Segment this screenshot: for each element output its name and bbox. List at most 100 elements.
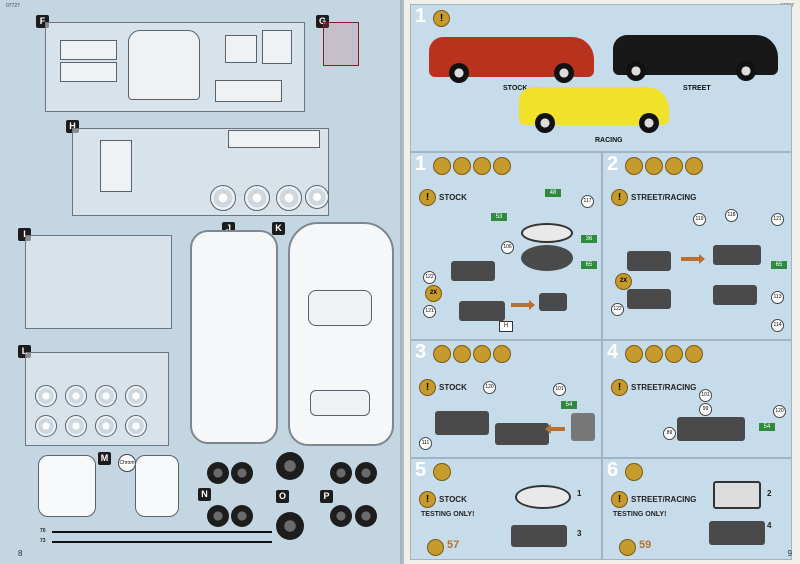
tire-icon [231,505,253,527]
rim-icon [125,415,147,437]
testing-note: TESTING ONLY! [421,511,475,518]
tire-icon [330,462,352,484]
paint-code-chip: 65 [581,261,597,269]
wheel-icon [554,63,574,83]
step-number: 2 [607,153,619,175]
step-panel-intro: 1 ! STOCK STREET RACING [410,4,792,152]
rim-icon [125,385,147,407]
tire-icon [276,512,304,540]
part-number: 119 [693,213,706,226]
warning-icon: ! [611,379,628,396]
seat-part [60,62,117,82]
sprue-letter-o: O [276,490,289,503]
part-number: 120 [483,381,496,394]
wheel-icon [736,61,756,81]
paint-code-chip: 54 [561,401,577,409]
engine-assembly [709,521,765,545]
paint-code-chip: 36 [581,235,597,243]
paint-code-chip: 54 [759,423,775,431]
footer-strip [52,541,272,543]
clear-windshield-part [38,455,96,517]
part-number: 117 [581,195,594,208]
footer-strip [52,531,272,533]
page-code: 07727 [6,3,20,9]
sprue-letter-k: K [272,222,285,235]
warning-icon: ! [419,189,436,206]
page-number: 9 [787,549,792,558]
step-panel-3: 3 ! STOCK 120 101 54 111 [410,340,602,458]
brush-icon [473,345,491,363]
rear-window-part [310,390,370,416]
hood-part [128,30,200,100]
tire-icon [355,505,377,527]
callout-number: 1 [577,489,582,498]
sprue-g [323,22,359,66]
paint-icon [453,157,471,175]
quantity-2x-badge: 2X [425,285,442,302]
brush-icon [473,157,491,175]
callout-number: 2 [767,489,772,498]
part-number: 111 [419,437,432,450]
engine-assembly [459,301,505,321]
engine-assembly [495,423,549,445]
sprue-letter-g: G [316,15,329,28]
wheel-icon [449,63,469,83]
next-ref: 57 [447,539,460,551]
warning-icon: ! [419,379,436,396]
engine-assembly [713,245,761,265]
paint-icon [625,463,643,481]
engine-assembly [627,289,671,309]
engine-assembly [511,525,567,547]
sprue-i [25,235,172,329]
engine-part [225,35,257,63]
engine-assembly [435,411,489,435]
tire-icon [231,462,253,484]
part-number: 122 [611,303,624,316]
paint-icon [625,345,643,363]
step-panel-6: 6 ! STREET/RACING TESTING ONLY! 2 4 59 [602,458,792,560]
step-number: 6 [607,459,619,481]
warning-icon: ! [433,10,450,27]
part-number: 113 [771,291,784,304]
left-page: 07727 F G H I J K L M Chrom N O [0,0,404,564]
step-number: 1 [415,153,427,175]
paint-icon [645,345,663,363]
dashboard-part [100,140,132,192]
bracket-part [262,30,292,64]
grille-part [228,130,320,148]
transmission-part [571,413,595,441]
step-number: 3 [415,341,427,363]
wheel-icon [210,185,236,211]
air-intake-part [713,481,761,509]
step-panel-4: 4 ! STREET/RACING 101 99 120 89 54 [602,340,792,458]
air-cleaner-part [521,223,573,243]
sprue-ref: H [499,321,513,332]
sprue-letter-n: N [198,488,211,501]
part-number: 101 [553,383,566,396]
glue-icon [619,539,636,556]
next-ref: 59 [639,539,652,551]
step-number: 1 [415,5,427,27]
step-title: STOCK [439,193,467,202]
step-title: STREET/RACING [631,495,697,504]
sprue-letter-p: P [320,490,333,503]
air-filter-base [521,245,573,271]
warning-icon: ! [611,491,628,508]
step-title: STREET/RACING [631,193,697,202]
part-number: 114 [771,319,784,332]
step-title: STREET/RACING [631,383,697,392]
paint-icon [433,345,451,363]
direction-arrow [551,427,565,431]
paint-icon [645,157,663,175]
tire-icon [207,462,229,484]
wheel-icon [535,113,555,133]
paint-icon [433,463,451,481]
wheel-icon [305,185,329,209]
chrome-badge: Chrom [118,454,136,472]
part-number: 89 [663,427,676,440]
wheel-icon [639,113,659,133]
paint-code-chip: 53 [491,213,507,221]
step-title: STOCK [439,495,467,504]
variant-label-racing: RACING [595,137,623,144]
step-panel-5: 5 ! STOCK TESTING ONLY! 1 3 57 [410,458,602,560]
